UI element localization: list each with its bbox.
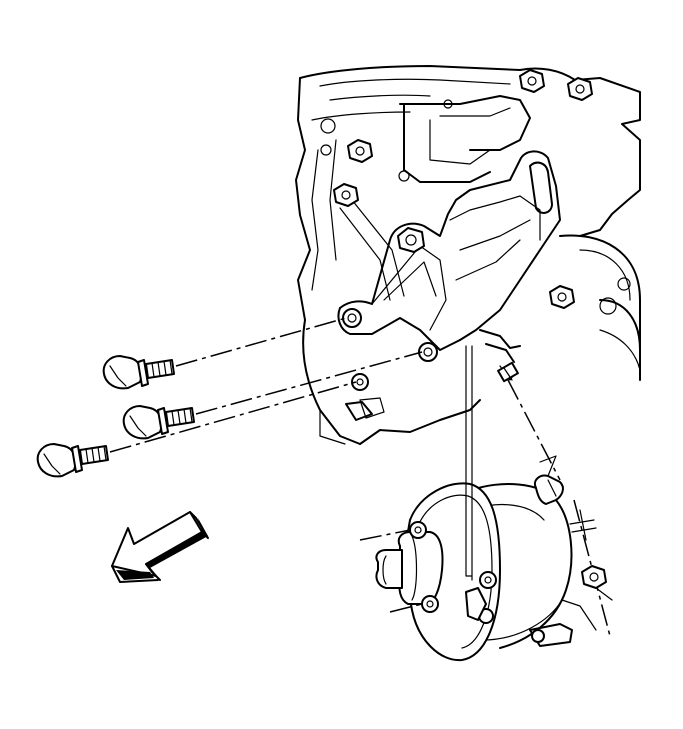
- block-bolt-left-2: [333, 183, 359, 207]
- bracket-bolt: [397, 227, 425, 253]
- bracket-fitting: [497, 361, 519, 383]
- mounting-bolt-middle: [122, 405, 195, 440]
- pump-stud-nut: [581, 565, 613, 601]
- bolt-alignment-lines: [109, 317, 423, 453]
- block-bolt-left-1: [347, 139, 373, 163]
- pump-mounting-bracket: [337, 150, 561, 391]
- power-steering-pump: [375, 474, 597, 662]
- mounting-bolt-lower: [36, 443, 109, 478]
- pump-alignment-lines: [359, 345, 611, 637]
- direction-arrow-icon: [111, 511, 209, 583]
- block-bolt-upper-center: [519, 69, 545, 93]
- block-bolt-upper-right: [567, 77, 593, 101]
- block-nut-right: [549, 285, 575, 309]
- engine-block: [295, 65, 641, 445]
- mounting-bolt-upper: [102, 355, 175, 390]
